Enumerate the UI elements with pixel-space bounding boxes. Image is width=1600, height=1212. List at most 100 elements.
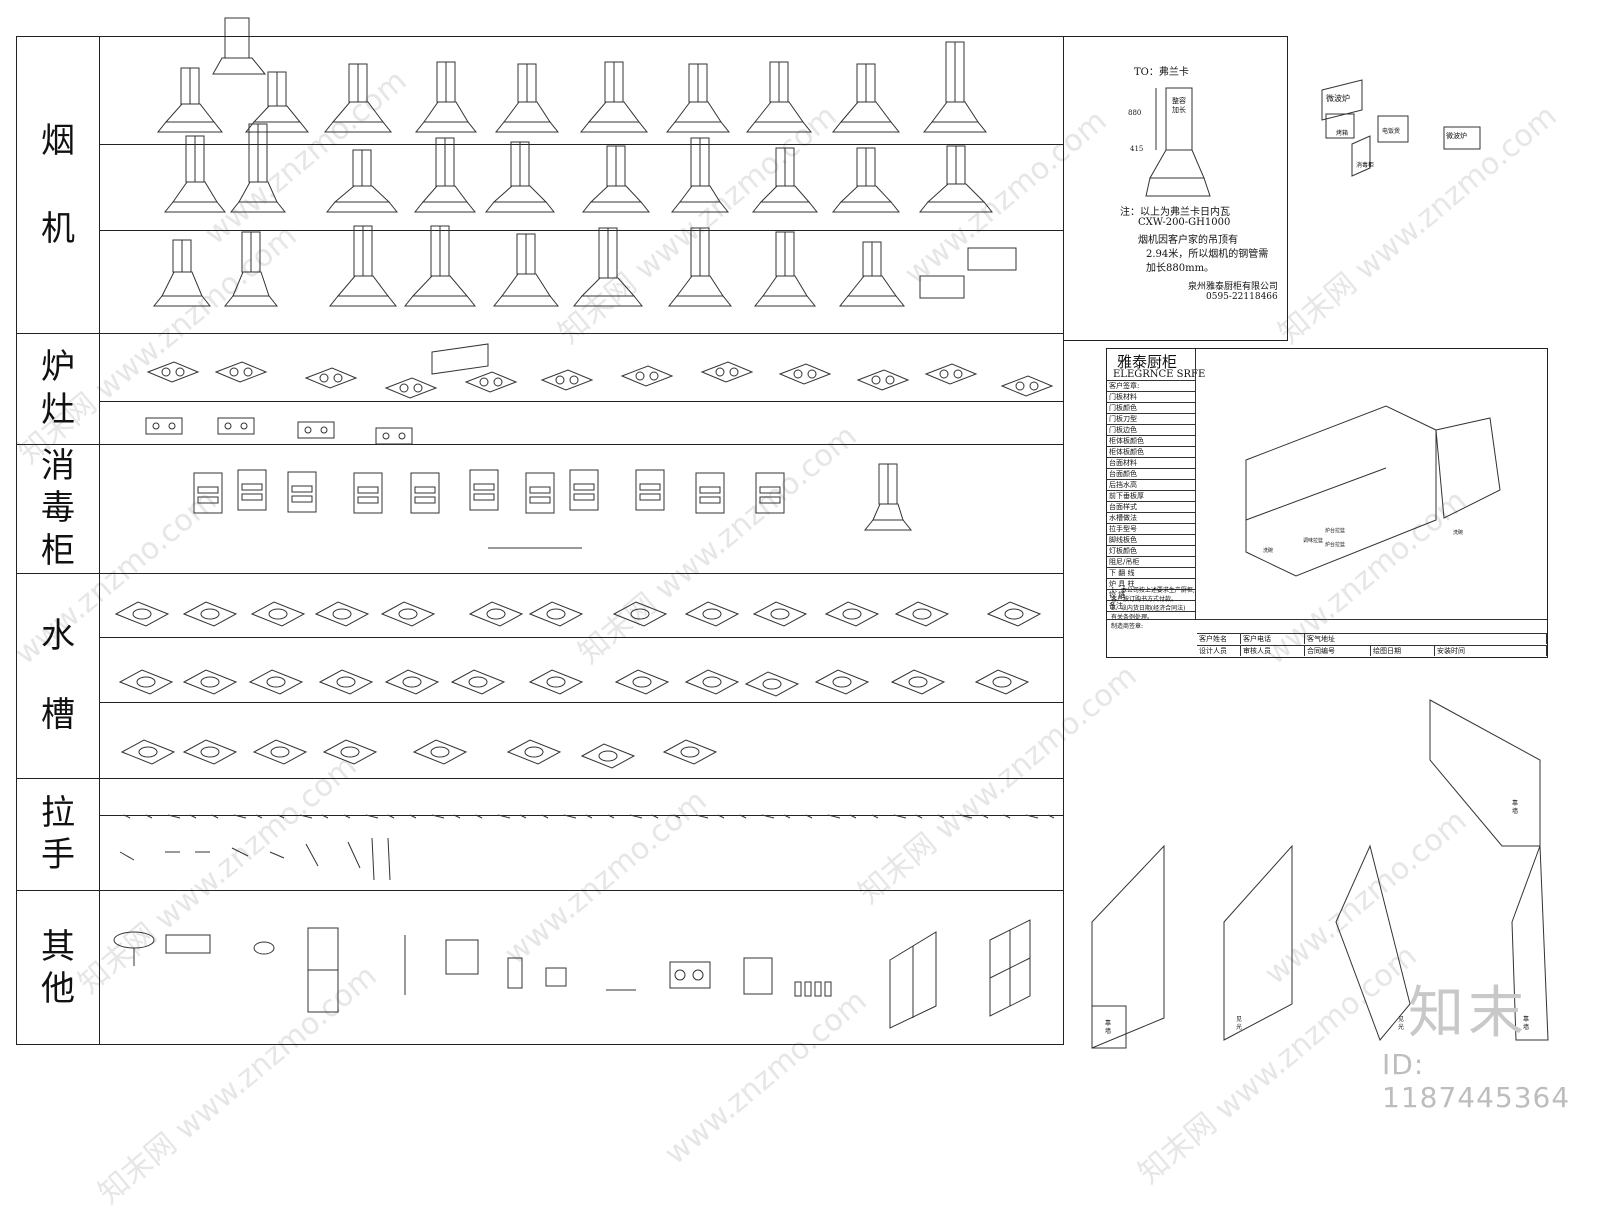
cabinet-handle-icon [305, 843, 319, 867]
range-hood-icon [161, 271, 203, 297]
gas-stove-icon [620, 365, 674, 387]
section-divider [17, 333, 1063, 334]
sink-icon [182, 669, 238, 695]
cabinet-sketch-icon [1429, 699, 1541, 847]
sheet-field: 门板颜色 [1107, 403, 1195, 414]
sink-basin [398, 608, 418, 620]
burner-icon [1015, 381, 1025, 391]
sink-basin [200, 746, 220, 758]
cabinet-handle-icon [167, 814, 181, 819]
range-hood-icon [414, 121, 478, 133]
range-hood-icon [423, 101, 469, 123]
range-hood-icon [753, 295, 817, 307]
appliance-tag: 微波炉 [1446, 132, 1467, 140]
sheet-field: 前下垂板厚 [1107, 491, 1195, 502]
sheet-field: 台面颜色 [1107, 469, 1195, 480]
range-hood-icon [421, 185, 468, 203]
sink-icon [894, 601, 950, 627]
cabinet-handle-icon [827, 814, 841, 819]
cabinet-handle-icon [123, 814, 131, 819]
sink-icon [528, 669, 584, 695]
company-phone: 0595-22118466 [1206, 292, 1278, 302]
cabinet-sketch-icon [1335, 844, 1411, 1041]
cabinet-handle-icon [541, 814, 549, 819]
microwave-icon [1321, 79, 1363, 121]
cabinet-handle-icon [651, 814, 659, 819]
range-hood-icon [831, 121, 901, 133]
category-stove-label: 炉灶 [41, 347, 75, 430]
range-hood-icon [670, 201, 730, 213]
sheet-field: 铰 链 [1107, 590, 1195, 601]
sink-icon [250, 601, 306, 627]
cabinet-handle-icon [453, 814, 461, 819]
sheet-field: 柜体板颜色 [1107, 447, 1195, 458]
cabinet-handle-icon [321, 814, 329, 819]
sheet-field: 客户签章: [1107, 381, 1195, 392]
gas-stove-icon [384, 377, 438, 399]
burner-icon [649, 371, 659, 381]
burner-icon [413, 383, 423, 393]
range-hood-icon [212, 57, 267, 75]
burner-icon [399, 383, 409, 393]
sheet-note: 2、以内货日期(经济合同法) [1111, 605, 1186, 612]
sterilizer-cabinet-icon [755, 472, 785, 514]
note-line: 加长880mm。 [1146, 263, 1215, 274]
sheet-field: 柜体板颜色 [1107, 436, 1195, 447]
sterilizer-drawer [573, 483, 595, 491]
sink-basin [912, 608, 932, 620]
range-hood-icon [223, 295, 279, 307]
handle-row-divider [99, 815, 1063, 816]
cabinet-handle-icon [717, 814, 725, 819]
cabinet-handle-icon [387, 814, 395, 819]
note-recipient: TO：弗兰卡 [1134, 67, 1189, 78]
range-hood-icon [676, 275, 724, 297]
sheet-rule [1107, 619, 1547, 620]
side-tag: 靠墙 [1512, 800, 1519, 815]
sterilizer-cabinet-icon [1351, 135, 1371, 177]
sink-icon [314, 601, 370, 627]
range-hood-icon [580, 277, 636, 297]
category-handle-label: 拉手 [41, 792, 75, 876]
burner-icon [229, 367, 239, 377]
range-hood-icon [252, 105, 302, 123]
sheet-field: 阻尼/吊柜 [1107, 557, 1195, 568]
sterilizer-drawer [473, 483, 495, 491]
drawing-tag: 炉台拉篮 [1325, 528, 1346, 534]
side-tag: 靠墙 [1523, 1016, 1530, 1031]
dim-880: 880 [1128, 109, 1142, 117]
sink-icon [114, 601, 170, 627]
sink-icon [412, 739, 468, 765]
cabinet-handle-icon [563, 814, 577, 819]
asset-id: ID: 1187445364 [1382, 1048, 1571, 1114]
burner-icon [1029, 381, 1039, 391]
cabinet-handle-icon [695, 814, 709, 819]
sterilizer-drawer [529, 486, 551, 494]
sheet-field: 门板边色 [1107, 425, 1195, 436]
range-hood-icon [872, 503, 904, 521]
sterilizer-cabinet-icon [353, 472, 383, 514]
sink-icon [614, 669, 670, 695]
bottle-icon [804, 981, 812, 997]
range-hood-icon [831, 201, 901, 213]
sink-icon [118, 669, 174, 695]
burner-icon [243, 367, 253, 377]
cabinet-handle-icon [959, 814, 973, 819]
burner-icon [479, 377, 489, 387]
bottle-icon [814, 981, 822, 997]
sheet-rule [1195, 349, 1196, 619]
range-hood-icon [918, 201, 994, 213]
sink-icon [752, 601, 808, 627]
cabinet-handle-icon [871, 814, 879, 819]
cabinet-handle-icon [915, 814, 923, 819]
sink-icon [684, 601, 740, 627]
range-hood-icon [503, 101, 551, 123]
sink-icon [662, 739, 718, 765]
sterilizer-drawer [241, 483, 263, 491]
burner-icon [635, 371, 645, 381]
sheet-note: 制造商签章: [1111, 623, 1144, 630]
cabinet-handle-icon [893, 814, 907, 819]
range-hood-icon [674, 101, 722, 123]
kitchen-rendering-icon [1245, 405, 1437, 577]
sink-basin [702, 676, 722, 688]
burner-icon [674, 969, 686, 981]
